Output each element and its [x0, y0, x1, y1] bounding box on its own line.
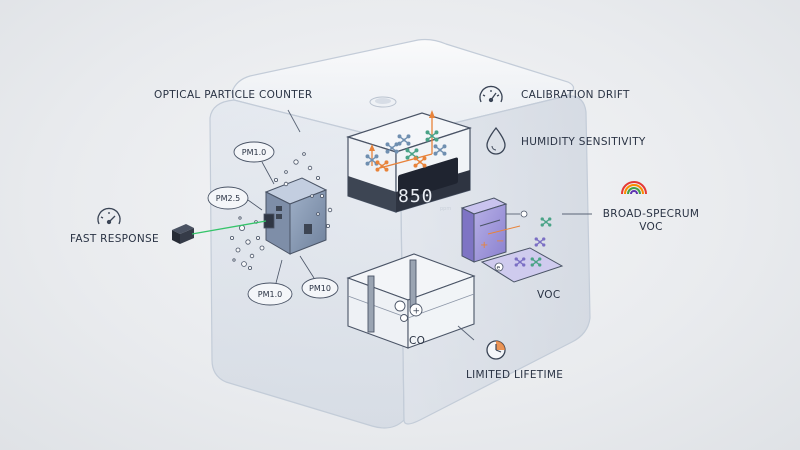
particle [315, 175, 320, 180]
svg-text:PM2.5: PM2.5 [216, 194, 240, 203]
particle [283, 181, 289, 187]
svg-text:+: + [480, 240, 488, 251]
electrode-left [367, 275, 375, 333]
molecule-icon [413, 156, 427, 168]
humidity-sensitivity-label: HUMIDITY SENSITIVITY [521, 136, 646, 148]
co-plus-ion [409, 303, 423, 317]
particle [307, 165, 313, 171]
molecule-icon [530, 257, 542, 267]
particle [327, 207, 333, 213]
limited-lifetime-label: LIMITED LIFETIME [466, 369, 564, 381]
particle [245, 239, 251, 245]
particle [249, 253, 255, 259]
pm1-top-bubble [233, 141, 275, 163]
pm25-bubble [207, 186, 249, 210]
laser-module [172, 220, 267, 244]
optical-particle-counter [229, 152, 333, 270]
display-screen [398, 157, 458, 201]
molecule-group [365, 130, 447, 172]
molecule-icon [425, 130, 439, 142]
particle [319, 193, 324, 198]
particle [259, 245, 265, 251]
broad-spectrum-voc-label: BROAD-SPECRUM VOC [602, 208, 700, 233]
molecule-icon [534, 237, 546, 247]
fast-response-label: FAST RESPONSE [70, 233, 159, 245]
voc-label: VOC [537, 289, 561, 301]
molecule-icon [514, 257, 526, 267]
voc-molecule-group [514, 217, 552, 267]
particle-cloud [229, 152, 333, 270]
svg-text:PM1.0: PM1.0 [242, 148, 266, 157]
co-label: CO [409, 335, 426, 347]
display-module: 850 ppm [346, 110, 472, 213]
particle [247, 265, 252, 270]
particle [284, 170, 288, 174]
molecule-icon [375, 160, 389, 172]
svg-text:+: + [413, 307, 421, 317]
calibration-drift-label: CALIBRATION DRIFT [521, 89, 630, 101]
water-drop-icon [486, 126, 506, 155]
pm10-bubble [301, 277, 339, 299]
pm-bubbles: PM1.0 PM2.5 PM1.0 PM10 [207, 141, 339, 306]
voc-sensor: + − e [460, 197, 564, 283]
particle [229, 235, 234, 240]
molecule-icon [385, 142, 399, 154]
fast-response-gauge-icon [97, 207, 121, 225]
particle [293, 159, 299, 165]
optical-particle-counter-label: OPTICAL PARTICLE COUNTER [154, 89, 313, 101]
display-base-band [348, 176, 396, 212]
leader-lines [287, 109, 592, 341]
particle [255, 235, 260, 240]
display-unit: ppm [440, 206, 451, 212]
particle [310, 194, 314, 198]
molecule-icon [433, 144, 447, 156]
svg-text:−: − [496, 236, 504, 247]
electrode-right [409, 259, 417, 309]
display-value: 850 [398, 186, 434, 207]
particle [235, 247, 241, 253]
particle [241, 261, 247, 267]
particle [273, 177, 278, 182]
gauge-icon [479, 85, 503, 103]
svg-text:e: e [497, 265, 501, 272]
particle [238, 216, 242, 220]
laser-beam [191, 220, 267, 235]
svg-text:PM1.0: PM1.0 [258, 290, 282, 299]
clock-icon [486, 340, 506, 360]
particle [325, 223, 330, 228]
co-cell: + [346, 253, 476, 349]
particle [316, 212, 320, 216]
svg-text:PM10: PM10 [309, 284, 331, 293]
molecule-icon [540, 217, 552, 227]
rainbow-icon [621, 181, 647, 195]
particle [232, 258, 236, 262]
molecule-icon [397, 134, 411, 146]
pm1-bottom-bubble [247, 282, 293, 306]
particle [302, 152, 306, 156]
